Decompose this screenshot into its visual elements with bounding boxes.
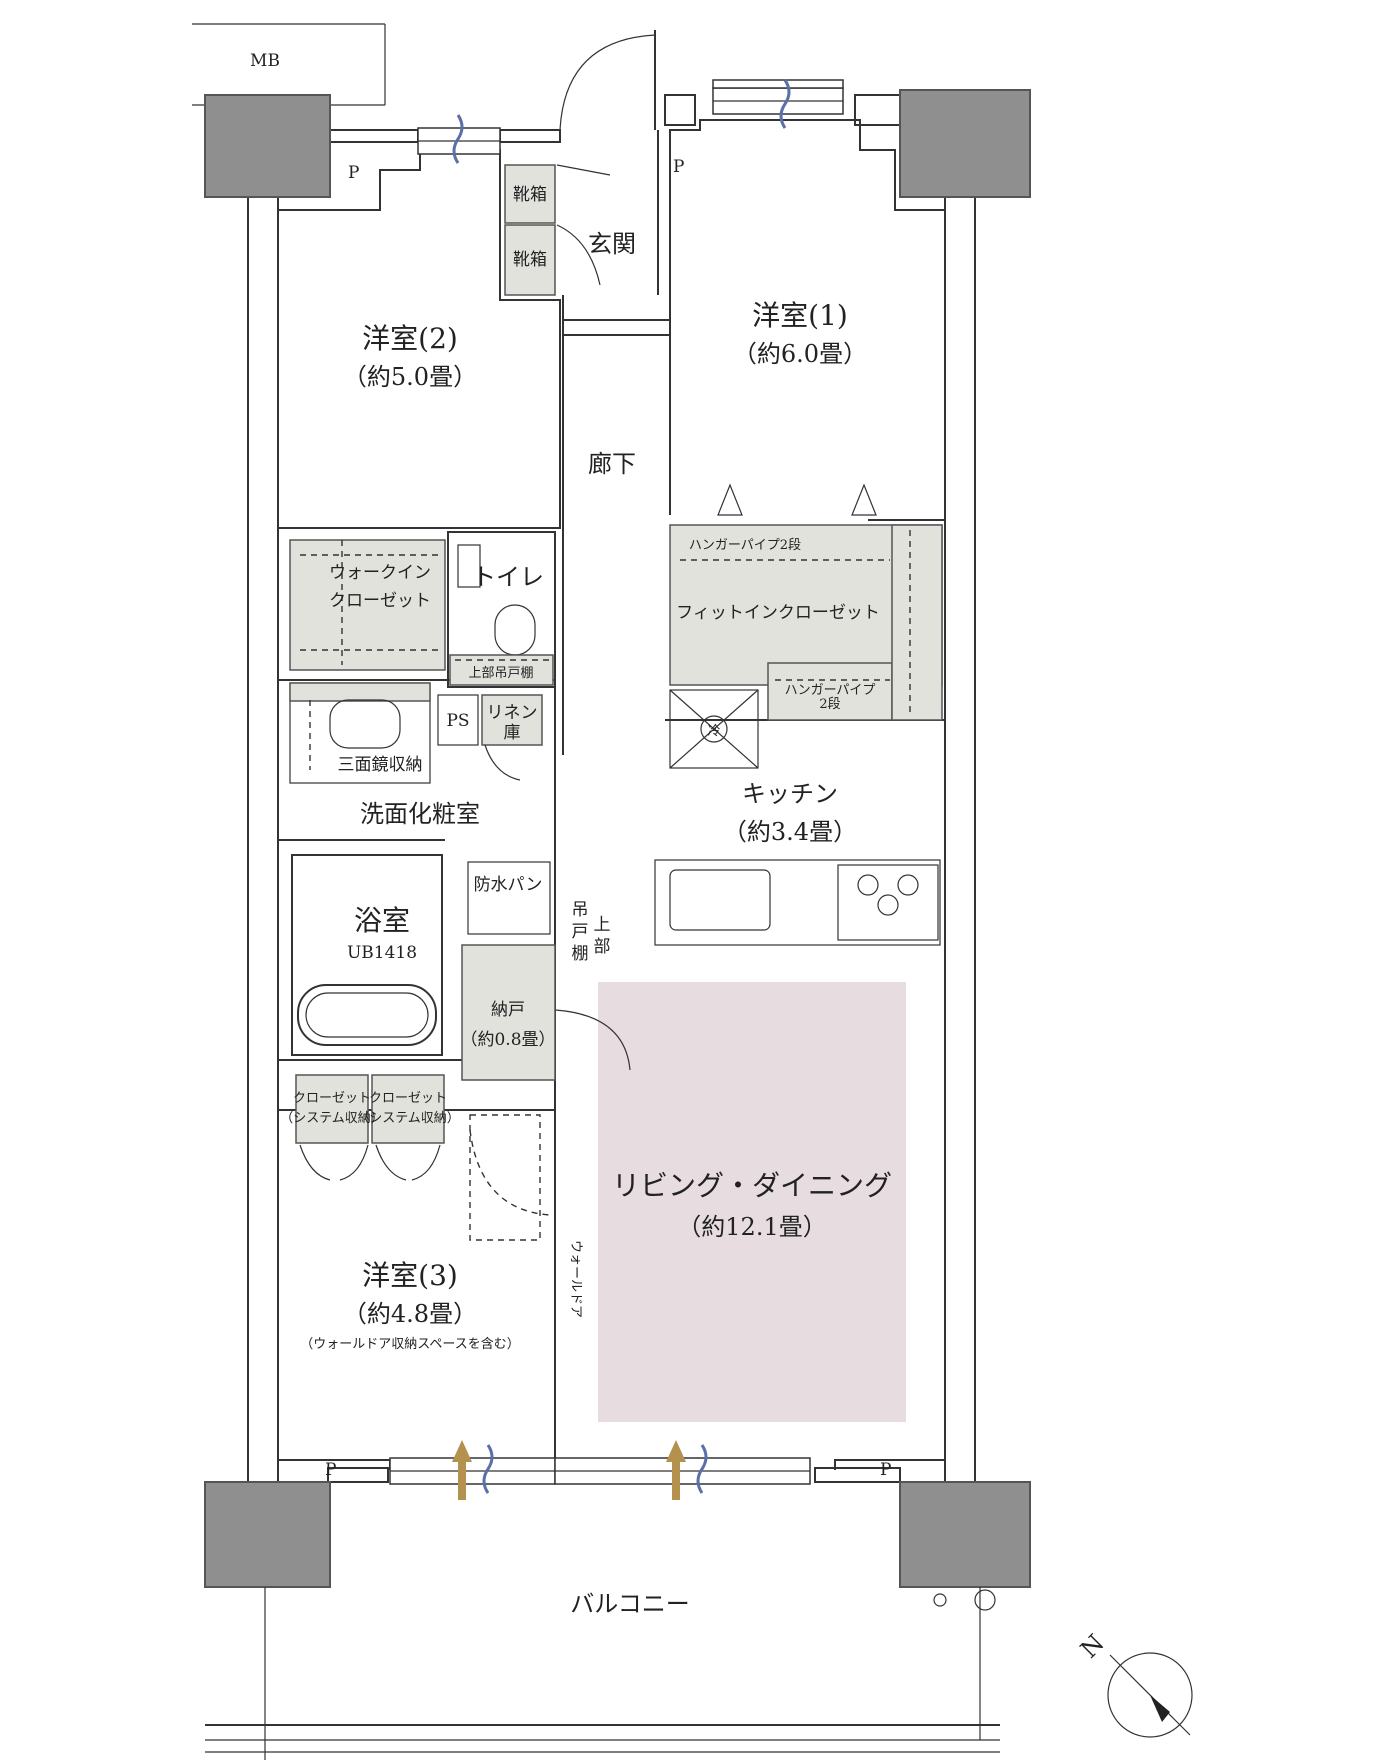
room2-name: 洋室(2) — [362, 322, 458, 355]
kitchen-counter — [654, 859, 941, 946]
north-label: N — [1075, 1629, 1110, 1664]
ldk-highlight — [598, 982, 906, 1422]
window-room2 — [417, 127, 501, 155]
closet-door-marker-a — [717, 483, 743, 516]
mb-label: MB — [250, 51, 280, 71]
upper-cab-label-a: 吊 — [572, 900, 589, 920]
wall-door-label: ウォールドア — [568, 1240, 583, 1318]
fitin-closet-label: フィットインクローゼット — [676, 603, 880, 623]
shoebox-1 — [504, 164, 556, 224]
shoebox-2-label: 靴箱 — [513, 250, 547, 270]
ventilation-bottom-right — [666, 1440, 708, 1500]
shoebox-2 — [504, 224, 556, 296]
kitchen-size: （約3.4畳） — [723, 818, 857, 846]
ldk-size: （約12.1畳） — [677, 1213, 826, 1241]
fridge-space — [669, 689, 759, 769]
column-top-right — [899, 89, 1031, 198]
hanger-pipe-b-label: 2段 — [819, 697, 840, 712]
ps-label: PS — [446, 711, 469, 731]
column-top-left — [204, 94, 331, 198]
washer-pan — [467, 861, 551, 935]
upper-cab-label-e: 部 — [594, 937, 611, 957]
upper-cab-label-b: 戸 — [572, 922, 589, 942]
closet-a-label-1: クローゼット — [293, 1091, 371, 1106]
room1-size: （約6.0畳） — [733, 340, 867, 368]
walkin-label-2: クローゼット — [329, 591, 431, 611]
mb-box: MB — [192, 23, 386, 106]
closet-b — [371, 1074, 445, 1144]
ps-shaft — [437, 694, 479, 746]
room1-name: 洋室(1) — [752, 299, 848, 332]
room3-name: 洋室(3) — [362, 1259, 458, 1292]
entrance-label: 玄関 — [588, 230, 636, 258]
ventilation-top-left — [452, 114, 464, 164]
upper-cab-label-d: 上 — [594, 915, 611, 935]
north-compass — [1107, 1652, 1193, 1738]
shoebox-1-label: 靴箱 — [513, 185, 547, 205]
room3-size: （約4.8畳） — [343, 1300, 477, 1328]
p-label-4: P — [880, 1460, 891, 1480]
room2-size: （約5.0畳） — [343, 363, 477, 391]
cooktop — [837, 864, 939, 941]
closet-b-label-2: （システム収納） — [356, 1111, 460, 1126]
hanger-pipe-top-label: ハンガーパイプ2段 — [689, 538, 801, 553]
walkin-closet — [289, 539, 446, 671]
closet-b-label-1: クローゼット — [369, 1091, 447, 1106]
room3-note: （ウォールドア収納スペースを含む） — [300, 1336, 519, 1352]
storage-room — [461, 944, 556, 1081]
ventilation-bottom-left — [452, 1440, 494, 1500]
vanity-label: 洗面化粧室 — [360, 800, 480, 828]
interior-walls — [278, 30, 946, 1470]
toilet-label: トイレ — [472, 563, 544, 591]
linen-label-b: 庫 — [504, 723, 521, 743]
window-room1 — [712, 79, 844, 115]
closet-a-label-2: （システム収納） — [280, 1111, 384, 1126]
ldk-name: リビング・ダイニング — [612, 1169, 892, 1202]
upper-cab-label-c: 棚 — [572, 944, 589, 964]
linen-closet — [481, 694, 543, 746]
bath-model: UB1418 — [347, 943, 417, 963]
p-label-1: P — [348, 163, 359, 183]
ventilation-top-right — [779, 79, 791, 129]
fridge-label: 冷 — [707, 724, 720, 739]
hallway-label: 廊下 — [588, 450, 636, 478]
wall-door-storage — [469, 1114, 541, 1241]
storage-name: 納戸 — [491, 1000, 525, 1020]
hanger-pipe-a-label: ハンガーパイプ — [785, 683, 876, 698]
kitchen-name: キッチン — [742, 780, 838, 808]
closet-door-marker-b — [851, 483, 877, 516]
linen-label-a: リネン — [487, 703, 538, 723]
closet-a — [295, 1074, 369, 1144]
p-label-3: P — [325, 1460, 336, 1480]
p-label-2: P — [673, 157, 684, 177]
balcony — [205, 1587, 1000, 1760]
waterproof-pan-label: 防水パン — [474, 875, 543, 895]
balcony-label: バルコニー — [570, 1590, 690, 1618]
column-bottom-left — [204, 1481, 331, 1588]
toilet-shelf-label: 上部吊戸棚 — [468, 666, 533, 681]
column-bottom-right — [899, 1481, 1031, 1588]
toilet-fixture — [494, 604, 536, 656]
sink — [669, 869, 771, 931]
bath-name: 浴室 — [354, 904, 410, 937]
walkin-label-1: ウォークイン — [329, 563, 431, 583]
mirror-storage-label: 三面鏡収納 — [338, 755, 423, 775]
storage-size: （約0.8畳） — [460, 1030, 555, 1050]
window-room3 — [389, 1457, 556, 1485]
